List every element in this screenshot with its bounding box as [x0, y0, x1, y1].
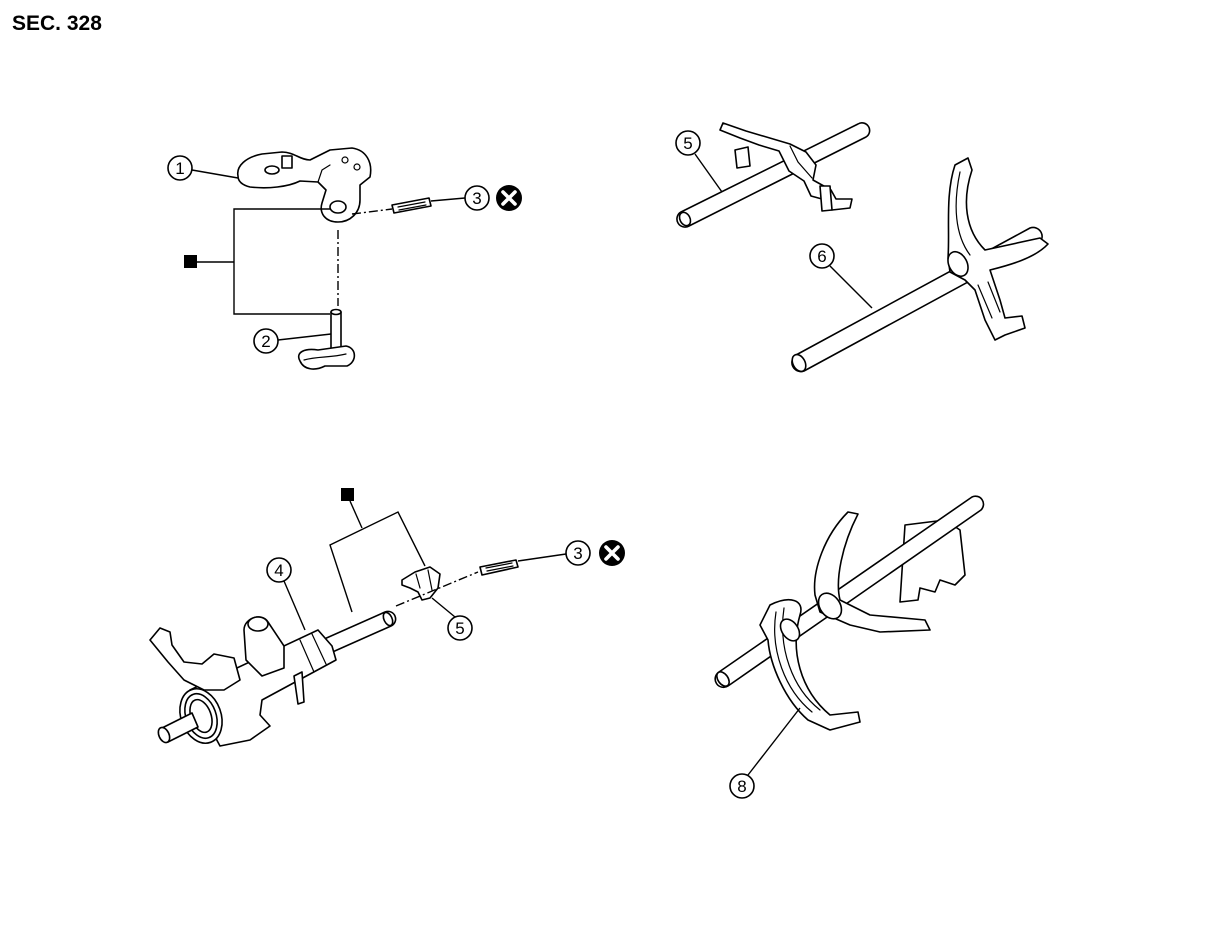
part-3-roll-pin-top: [391, 197, 432, 214]
callout-2-label: 2: [261, 332, 270, 351]
callout-5-label: 5: [455, 619, 464, 638]
leader-3-bottom: [517, 553, 567, 562]
leader-7: [829, 265, 873, 309]
filled-square-icon: [184, 255, 197, 268]
part-6-fork-rod: [676, 122, 871, 228]
part-1-shift-lever: [237, 147, 372, 223]
callout-3-top-label: 3: [472, 189, 481, 208]
x-circle-icon: [496, 185, 522, 211]
callout-1-label: 1: [175, 159, 184, 178]
callout-1: 1: [167, 155, 193, 181]
axis-line-pin-bottom: [395, 571, 479, 607]
callout-6: 5: [675, 130, 701, 156]
part-2-lever-pin: [298, 308, 356, 370]
section-label: SEC. 328: [12, 12, 102, 35]
part-5-shift-clip: [401, 566, 441, 601]
callout-3-bottom: 3: [565, 540, 591, 566]
callout-4-label: 4: [274, 561, 283, 580]
axis-line-pin-top: [351, 208, 393, 215]
callout-5: 5: [447, 615, 473, 641]
callout-8-label: 8: [737, 777, 746, 796]
bracket-bottom-leader: [349, 500, 363, 529]
callout-6-label: 5: [683, 134, 692, 153]
callout-8: 8: [729, 773, 755, 799]
leader-2: [277, 333, 332, 341]
leader-6: [694, 153, 723, 193]
part-8-fork-rod: [714, 495, 985, 731]
leader-3-top: [430, 197, 466, 202]
bracket-bottom: [329, 511, 426, 613]
leader-5: [431, 597, 456, 618]
filled-square-icon: [341, 488, 354, 501]
callout-7: 6: [809, 243, 835, 269]
leader-1: [191, 169, 239, 179]
x-circle-icon: [599, 540, 625, 566]
callout-3-bottom-label: 3: [573, 544, 582, 563]
callout-2: 2: [253, 328, 279, 354]
leader-4: [283, 580, 306, 631]
part-4-shift-rod-assembly: [149, 610, 397, 747]
part-7-fork-rod: [791, 157, 1049, 373]
leader-8: [747, 707, 801, 776]
callout-4: 4: [266, 557, 292, 583]
bracket-top: [233, 208, 330, 315]
part-3-roll-pin-bottom: [479, 559, 519, 576]
callout-7-label: 6: [817, 247, 826, 266]
callout-3-top: 3: [464, 185, 490, 211]
